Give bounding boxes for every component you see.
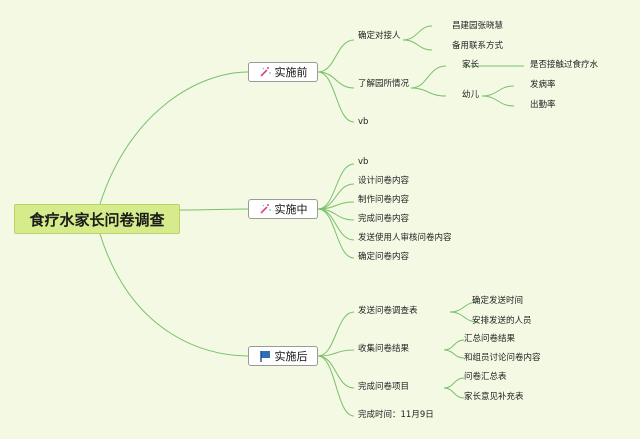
- topic-parents[interactable]: 家长: [462, 60, 480, 70]
- root-topic[interactable]: 食疗水家长问卷调查: [14, 204, 180, 234]
- phase-after-node[interactable]: 实施后: [248, 346, 318, 366]
- topic-summary-table[interactable]: 问卷汇总表: [464, 372, 507, 382]
- phase-before-label: 实施前: [274, 66, 308, 79]
- topic-during-item[interactable]: vb: [358, 157, 369, 167]
- topic-parent-feedback-table[interactable]: 家长意见补充表: [464, 392, 524, 402]
- topic-send-staff[interactable]: 安排发送的人员: [472, 316, 532, 326]
- topic-vb-before[interactable]: vb: [358, 117, 369, 127]
- phase-during-label: 实施中: [274, 203, 308, 216]
- topic-during-item[interactable]: 确定问卷内容: [358, 252, 410, 262]
- magic-wand-icon: [259, 204, 270, 214]
- topic-parents-exposure[interactable]: 是否接触过食疗水: [530, 60, 599, 70]
- topic-send-survey[interactable]: 发送问卷调查表: [358, 306, 418, 316]
- magic-wand-icon: [259, 67, 270, 77]
- topic-send-time[interactable]: 确定发送时间: [472, 296, 524, 306]
- topic-summarize-results[interactable]: 汇总问卷结果: [464, 334, 516, 344]
- topic-kindergarten-survey[interactable]: 了解园所情况: [358, 79, 410, 89]
- topic-during-item[interactable]: 制作问卷内容: [358, 195, 410, 205]
- topic-backup-contact[interactable]: 备用联系方式: [452, 41, 504, 51]
- topic-confirm-contact[interactable]: 确定对接人: [358, 31, 401, 41]
- topic-illness-rate[interactable]: 发病率: [530, 80, 556, 90]
- topic-finish-time[interactable]: 完成时间：11月9日: [358, 410, 434, 420]
- phase-during-node[interactable]: 实施中: [248, 199, 318, 219]
- topic-during-item[interactable]: 完成问卷内容: [358, 214, 410, 224]
- topic-finish-project[interactable]: 完成问卷项目: [358, 382, 410, 392]
- topic-contact-person[interactable]: 昌建园张晓慧: [452, 21, 504, 31]
- topic-collect-results[interactable]: 收集问卷结果: [358, 344, 410, 354]
- flag-icon: [259, 351, 270, 362]
- phase-before-node[interactable]: 实施前: [248, 62, 318, 82]
- topic-kids[interactable]: 幼儿: [462, 90, 480, 100]
- topic-discuss-content[interactable]: 和组员讨论问卷内容: [464, 353, 541, 363]
- topic-attendance-rate[interactable]: 出勤率: [530, 100, 556, 110]
- topic-during-item[interactable]: 发送使用人审核问卷内容: [358, 233, 452, 243]
- phase-after-label: 实施后: [274, 350, 308, 363]
- topic-during-item[interactable]: 设计问卷内容: [358, 176, 410, 186]
